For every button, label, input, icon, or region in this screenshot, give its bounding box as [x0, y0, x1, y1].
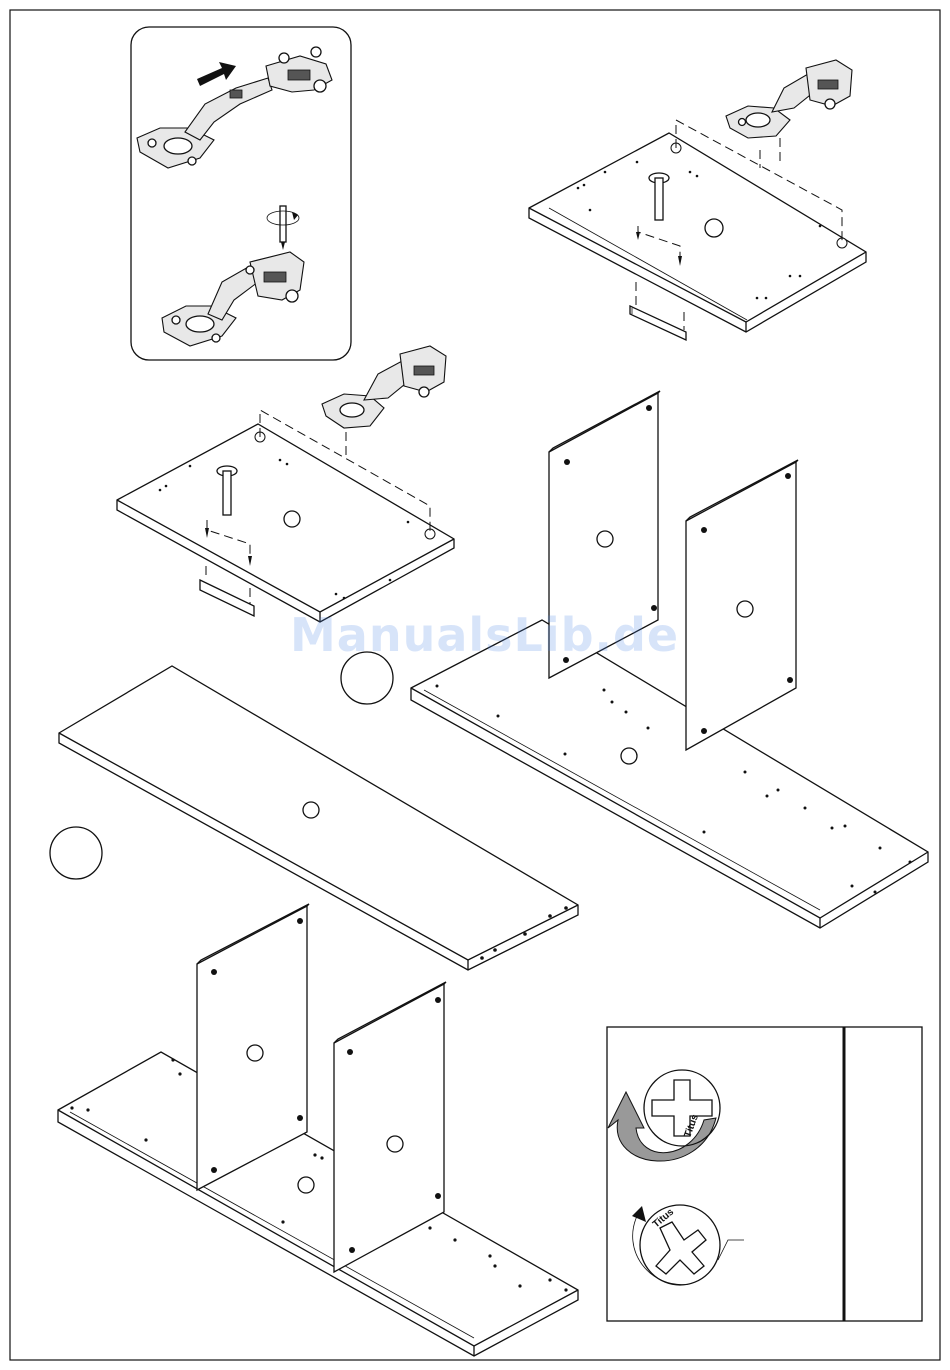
cam-unlocked-icon: Titus — [608, 1070, 720, 1161]
cam-lock-legend: Titus Titus — [607, 1027, 922, 1321]
door-panel-top-right — [529, 60, 866, 340]
part-number-circle — [247, 1045, 263, 1061]
carcass-full-assembly — [58, 904, 578, 1356]
hinge-icon — [726, 60, 852, 138]
screwdriver-icon — [267, 206, 299, 250]
part-number-circle — [621, 748, 637, 764]
part-number-circle — [737, 601, 753, 617]
step-number-circle — [50, 827, 102, 879]
cam-locked-icon: Titus — [632, 1205, 744, 1285]
push-arrow-icon — [197, 62, 236, 86]
hinge-icon — [137, 47, 332, 168]
part-number-circle — [387, 1136, 403, 1152]
hinge-detail-inset — [131, 27, 351, 360]
part-number-circle — [284, 511, 300, 527]
hinge-mounted-icon — [162, 252, 304, 346]
carcass-partial-assembly — [411, 391, 928, 928]
part-number-circle — [597, 531, 613, 547]
step-number-circle — [341, 652, 393, 704]
part-number-circle — [705, 219, 723, 237]
part-number-circle — [298, 1177, 314, 1193]
door-panel-middle-left — [117, 346, 454, 622]
part-number-circle — [303, 802, 319, 818]
